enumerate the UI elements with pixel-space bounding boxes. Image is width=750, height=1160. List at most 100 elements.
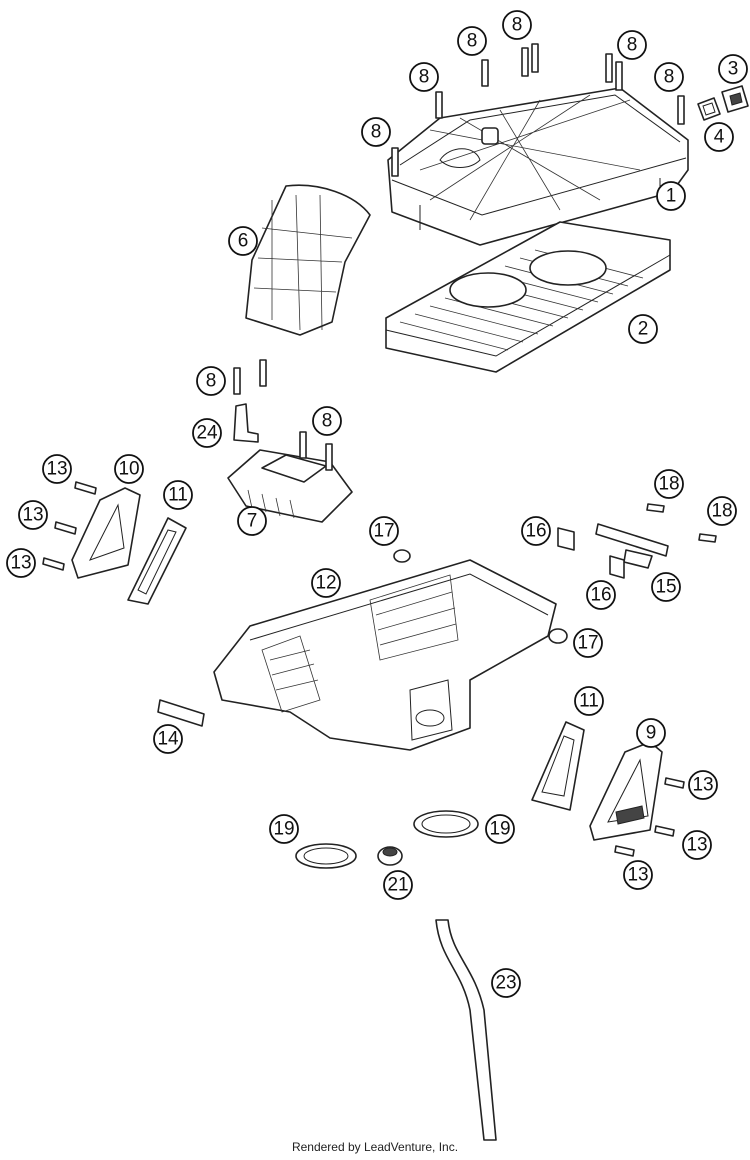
svg-text:2: 2	[638, 319, 649, 340]
drain-hose	[435, 919, 497, 1141]
callout-8: 8	[196, 366, 226, 396]
intake-boot	[245, 184, 371, 336]
drain-grommet	[377, 846, 403, 866]
svg-text:8: 8	[371, 122, 382, 143]
callout-labels: 1 2 3 4 6 7 8 8 8 8 8 8 8 8 9 10 11 11 1…	[6, 10, 748, 998]
svg-text:8: 8	[206, 371, 217, 392]
callout-8: 8	[312, 406, 342, 436]
callout-24: 24	[192, 418, 222, 448]
callout-18: 18	[707, 496, 737, 526]
callout-4: 4	[704, 122, 734, 152]
callout-19: 19	[269, 814, 299, 844]
clip-nuts-16	[557, 527, 625, 579]
callout-1: 1	[656, 181, 686, 211]
svg-text:3: 3	[728, 59, 739, 80]
airbox-cover	[387, 87, 689, 246]
svg-text:1: 1	[666, 186, 677, 207]
callout-17: 17	[573, 628, 603, 658]
side-panel-left	[71, 487, 141, 579]
callout-8: 8	[654, 62, 684, 92]
callout-9: 9	[636, 718, 666, 748]
seal-rings-19	[295, 810, 479, 869]
callout-11: 11	[163, 480, 193, 510]
callout-8: 8	[361, 117, 391, 147]
svg-text:8: 8	[322, 411, 333, 432]
callout-13: 13	[18, 500, 48, 530]
svg-text:8: 8	[627, 35, 638, 56]
callout-18: 18	[654, 469, 684, 499]
svg-text:13: 13	[627, 865, 648, 886]
svg-text:18: 18	[711, 501, 732, 522]
callout-17: 17	[369, 516, 399, 546]
callout-13: 13	[42, 454, 72, 484]
panel-gasket-left	[127, 517, 187, 605]
svg-text:18: 18	[658, 474, 679, 495]
svg-text:24: 24	[196, 423, 218, 444]
svg-text:8: 8	[664, 67, 675, 88]
svg-text:13: 13	[692, 775, 713, 796]
svg-text:13: 13	[686, 835, 707, 856]
svg-text:11: 11	[579, 691, 599, 712]
callout-6: 6	[228, 226, 258, 256]
callout-23: 23	[491, 968, 521, 998]
callout-15: 15	[651, 572, 681, 602]
svg-text:9: 9	[646, 723, 657, 744]
callout-8: 8	[457, 26, 487, 56]
callout-16: 16	[586, 580, 616, 610]
svg-text:16: 16	[590, 585, 611, 606]
callout-8: 8	[409, 62, 439, 92]
callout-8: 8	[617, 30, 647, 60]
svg-text:13: 13	[22, 505, 43, 526]
side-panel-right	[589, 741, 663, 841]
svg-text:19: 19	[489, 819, 510, 840]
svg-text:6: 6	[238, 231, 249, 252]
svg-text:13: 13	[46, 459, 67, 480]
render-credit: Rendered by LeadVenture, Inc.	[291, 1140, 459, 1154]
svg-text:19: 19	[273, 819, 294, 840]
air-filter	[385, 221, 671, 373]
bracket-clip	[233, 403, 259, 443]
callout-13: 13	[682, 830, 712, 860]
callout-2: 2	[628, 314, 658, 344]
svg-text:7: 7	[247, 511, 258, 532]
svg-text:14: 14	[157, 729, 179, 750]
screws-13	[42, 481, 685, 857]
svg-text:4: 4	[714, 127, 725, 148]
callout-13: 13	[623, 860, 653, 890]
bolts-8	[233, 43, 685, 471]
callout-11: 11	[574, 686, 604, 716]
rubber-bushes-17	[393, 549, 568, 644]
svg-text:23: 23	[495, 973, 516, 994]
screws-18	[646, 503, 717, 543]
callout-10: 10	[114, 454, 144, 484]
callout-8: 8	[502, 10, 532, 40]
svg-text:17: 17	[373, 521, 394, 542]
svg-text:12: 12	[315, 573, 336, 594]
callout-21: 21	[383, 870, 413, 900]
callout-13: 13	[688, 770, 718, 800]
svg-text:17: 17	[577, 633, 598, 654]
svg-text:8: 8	[512, 15, 523, 36]
svg-text:21: 21	[387, 875, 408, 896]
hose-clip	[157, 699, 205, 727]
callout-16: 16	[521, 516, 551, 546]
airbox-housing	[213, 559, 557, 751]
callout-19: 19	[485, 814, 515, 844]
callout-3: 3	[718, 54, 748, 84]
svg-text:10: 10	[118, 459, 139, 480]
callout-13: 13	[6, 548, 36, 578]
intake-flange	[227, 449, 353, 523]
callout-12: 12	[311, 568, 341, 598]
panel-gasket-right	[531, 721, 585, 811]
callout-14: 14	[153, 724, 183, 754]
svg-text:11: 11	[168, 485, 188, 506]
callout-7: 7	[237, 506, 267, 536]
mounting-strap	[595, 523, 669, 569]
cover-cap	[721, 85, 749, 113]
svg-text:13: 13	[10, 553, 31, 574]
svg-text:8: 8	[467, 31, 478, 52]
svg-text:15: 15	[655, 577, 676, 598]
svg-text:16: 16	[525, 521, 546, 542]
svg-text:8: 8	[419, 67, 430, 88]
